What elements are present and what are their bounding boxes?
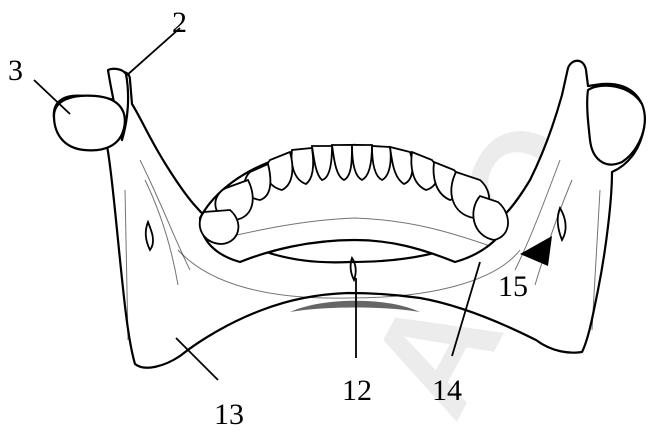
label-12: 12 <box>342 374 372 407</box>
label-14: 14 <box>432 374 462 407</box>
label-13: 13 <box>214 398 244 431</box>
label-3: 3 <box>8 54 23 87</box>
mandible-bone <box>54 61 645 368</box>
label-2: 2 <box>172 6 187 39</box>
tooth <box>200 210 239 244</box>
label-15: 15 <box>498 270 528 303</box>
